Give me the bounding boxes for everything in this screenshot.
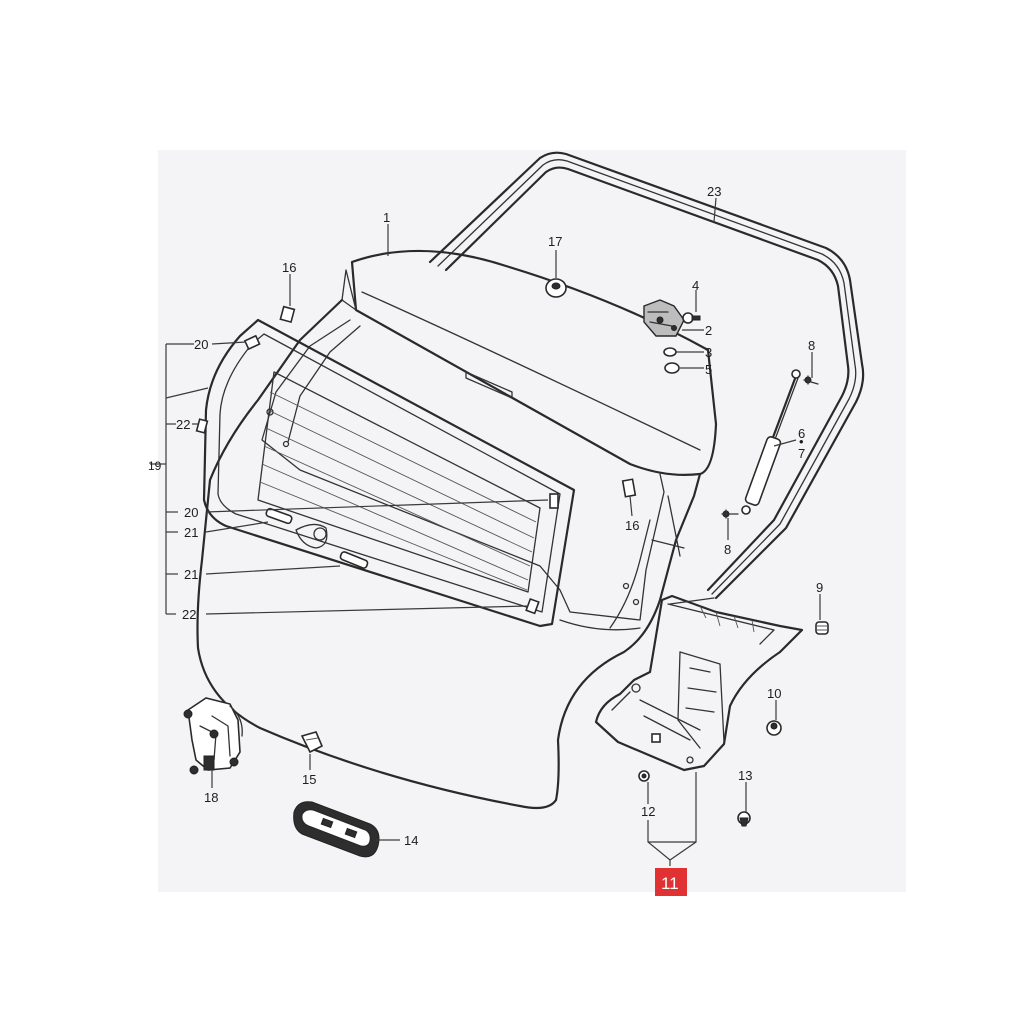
callout-11-highlight-box <box>655 868 687 896</box>
callout-21-upper: 21 <box>184 525 198 540</box>
callout-8-upper: 8 <box>808 338 815 353</box>
callout-20-lower: 20 <box>184 505 198 520</box>
part-2-hinge <box>643 299 685 337</box>
part-23-weatherstrip-lower <box>669 597 715 605</box>
callout-16-top: 16 <box>282 260 296 275</box>
callout-5: 5 <box>705 362 712 377</box>
leader-lines <box>150 197 821 866</box>
part-8-bolt-lower <box>721 509 739 519</box>
callout-labels: 1 2 3 4 5 6 • 7 8 8 9 10 11 12 13 14 15 … <box>148 184 823 896</box>
part-3-washer <box>663 347 677 357</box>
callout-18: 18 <box>204 790 218 805</box>
part-9-stopper <box>815 621 829 635</box>
part-22-spacer-bottom <box>525 597 540 615</box>
callout-3: 3 <box>705 345 712 360</box>
callout-2: 2 <box>705 323 712 338</box>
callout-1: 1 <box>383 210 390 225</box>
callout-13: 13 <box>738 768 752 783</box>
part-6-7-gas-strut <box>741 369 801 515</box>
part-10-grommet <box>766 720 782 736</box>
part-23-weatherstrip <box>428 151 865 600</box>
callout-19: 19 <box>148 459 162 473</box>
callout-4: 4 <box>692 278 699 293</box>
part-19-rear-glass <box>195 318 576 628</box>
part-18-lock <box>183 697 243 775</box>
callout-9: 9 <box>816 580 823 595</box>
part-11-trim-panel <box>594 594 804 772</box>
callout-14: 14 <box>404 833 418 848</box>
part-17-bumper <box>545 278 567 298</box>
part-20-spacer-right <box>549 493 559 509</box>
part-16-stopper-right <box>621 478 637 498</box>
callout-6: 6 <box>798 426 805 441</box>
part-14-license-lamp <box>293 801 380 858</box>
callout-10: 10 <box>767 686 781 701</box>
part-8-bolt-upper <box>803 375 819 385</box>
callout-15: 15 <box>302 772 316 787</box>
part-1-tailgate-panel <box>196 249 718 810</box>
callout-16-right: 16 <box>625 518 639 533</box>
callout-8-lower: 8 <box>724 542 731 557</box>
defroster-lines <box>259 391 537 591</box>
part-12-screw <box>638 770 650 782</box>
callout-7: 7 <box>798 446 805 461</box>
part-22-spacer-left <box>195 418 209 434</box>
part-16-stopper-top <box>279 305 296 324</box>
part-21-molding-left <box>265 507 293 525</box>
part-5-nut <box>664 362 680 374</box>
callout-17: 17 <box>548 234 562 249</box>
diagram-paper <box>158 150 906 892</box>
callout-22-upper: 22 <box>176 417 190 432</box>
callout-11: 11 <box>661 874 679 893</box>
callout-21-lower: 21 <box>184 567 198 582</box>
part-13-clip <box>737 811 751 827</box>
callout-23: 23 <box>707 184 721 199</box>
part-4-bolt <box>682 312 701 324</box>
callout-22-lower: 22 <box>182 607 196 622</box>
callout-6-7-dot: • <box>799 434 804 449</box>
callout-12: 12 <box>641 804 655 819</box>
callout-20-top: 20 <box>194 337 208 352</box>
part-21-molding-right <box>339 551 369 569</box>
part-15-clip <box>300 731 324 754</box>
part-20-spacer-top <box>243 334 261 351</box>
